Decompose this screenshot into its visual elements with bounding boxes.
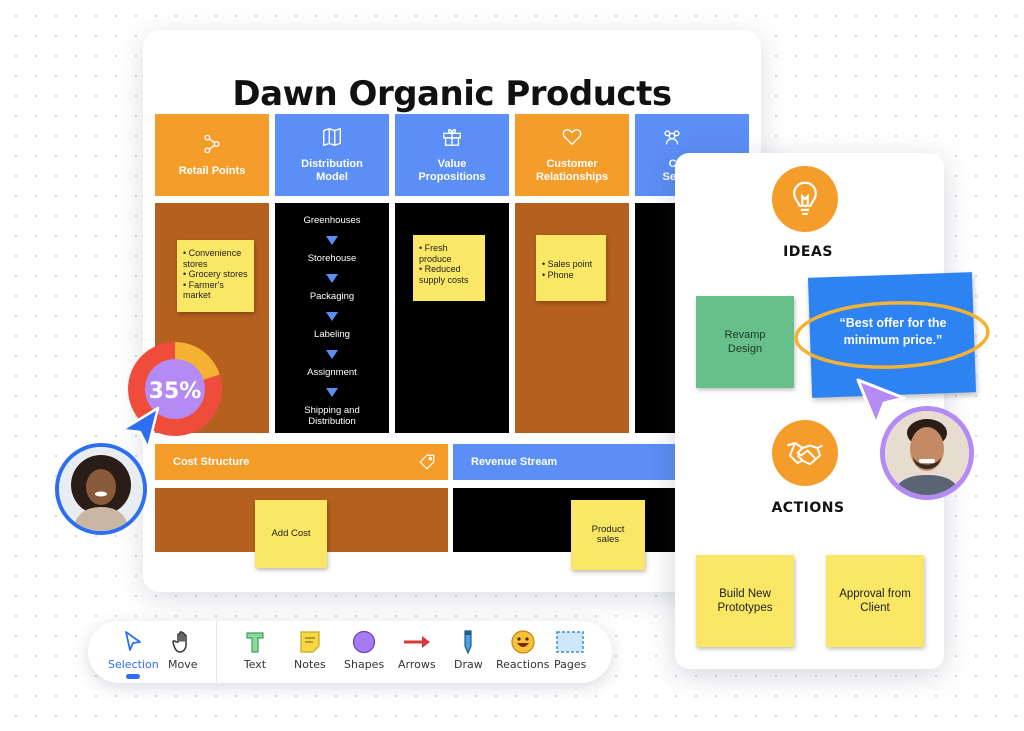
header-label: Distribution Model (301, 158, 363, 183)
tag-icon (419, 454, 435, 470)
hand-icon (172, 631, 187, 653)
down-arrow-icon (326, 274, 338, 283)
tool-label: Shapes (344, 658, 385, 671)
board-title: Dawn Organic Products (232, 74, 672, 114)
avatar[interactable] (55, 443, 147, 535)
header-distribution-model[interactable]: Distribution Model (275, 114, 389, 196)
actions-badge (772, 420, 838, 486)
note-text: Product sales (591, 523, 625, 545)
header-retail-points[interactable]: Retail Points (155, 114, 269, 196)
whiteboard-canvas[interactable]: Dawn Organic Products Retail Points Dist… (143, 30, 761, 592)
circle-shape-icon (352, 630, 376, 654)
down-arrow-icon (326, 388, 338, 397)
user-photo-icon (885, 411, 969, 495)
arrow-icon (403, 636, 430, 648)
note-item: Reduced supply costs (419, 264, 479, 285)
header-label: Retail Points (178, 164, 246, 177)
progress-label: 35% (149, 379, 202, 404)
sticky-note-approval[interactable]: Approval from Client (826, 555, 924, 647)
heart-icon (562, 128, 582, 146)
revenue-stream-label: Revenue Stream (471, 456, 558, 468)
note-text: Approval from Client (839, 588, 911, 614)
map-icon (323, 127, 341, 147)
emoji-icon (511, 630, 535, 654)
sticky-note-product-sales[interactable]: Product sales (571, 500, 645, 570)
tool-label: Draw (454, 658, 483, 671)
header-label: Value Propositions (418, 158, 486, 183)
note-item: Grocery stores (183, 269, 248, 280)
tool-label: Notes (294, 658, 326, 671)
cursor-icon (125, 631, 142, 651)
down-arrow-icon (326, 350, 338, 359)
tool-shapes[interactable]: Shapes (344, 629, 384, 671)
sticky-note-retail[interactable]: Convenience stores Grocery stores Farmer… (177, 240, 254, 312)
note-item: Convenience stores (183, 248, 248, 269)
flow-step: Storehouse (307, 253, 357, 264)
handshake-icon (787, 442, 823, 466)
note-item: Farmer's market (183, 280, 248, 301)
text-t-icon (246, 632, 264, 653)
selected-indicator (126, 674, 141, 679)
tool-move[interactable]: Move (168, 629, 198, 671)
sticky-note-icon (300, 631, 320, 653)
sticky-note-revamp[interactable]: Revamp Design (696, 296, 794, 388)
cost-structure-bar[interactable]: Cost Structure (155, 444, 448, 480)
tool-label: Text (243, 658, 267, 671)
sticky-note-add-cost[interactable]: Add Cost (255, 500, 327, 568)
header-value-propositions[interactable]: Value Propositions (395, 114, 509, 196)
distribution-flow: Greenhouses Storehouse Packaging Labelin… (275, 203, 389, 433)
share-nodes-icon (204, 134, 220, 153)
pages-icon (556, 631, 584, 653)
header-label: Customer Relationships (535, 158, 609, 183)
tool-label: Selection (108, 658, 159, 671)
tool-label: Reactions (496, 658, 550, 671)
highlight-ellipse-icon (794, 301, 990, 369)
tool-arrows[interactable]: Arrows (398, 629, 436, 671)
cursor-pointer-icon (856, 378, 906, 426)
toolbar-divider (216, 621, 217, 683)
tool-label: Pages (554, 658, 587, 671)
lightbulb-icon (793, 181, 817, 216)
tool-notes[interactable]: Notes (294, 629, 326, 671)
avatar[interactable] (880, 406, 974, 500)
note-item: Sales point (542, 259, 600, 270)
tool-label: Move (168, 658, 198, 671)
sticky-note-build[interactable]: Build New Prototypes (696, 555, 794, 647)
tool-selection[interactable]: Selection (108, 629, 159, 679)
header-customer-relationships[interactable]: Customer Relationships (515, 114, 629, 196)
down-arrow-icon (326, 312, 338, 321)
flow-step: Labeling (314, 329, 350, 340)
tool-text[interactable]: Text (243, 629, 267, 671)
flow-step: Assignment (307, 367, 357, 378)
actions-title: ACTIONS (771, 500, 845, 516)
note-text: Add Cost (271, 527, 311, 539)
sticky-note-value[interactable]: Fresh produce Reduced supply costs (413, 235, 485, 301)
gift-icon (443, 128, 461, 146)
tool-draw[interactable]: Draw (454, 629, 483, 671)
cost-structure-label: Cost Structure (173, 456, 250, 468)
quote-text: “Best offer for the minimum price.” (839, 316, 947, 347)
tool-reactions[interactable]: Reactions (496, 629, 550, 671)
progress-center (145, 359, 205, 419)
flow-step: Greenhouses (303, 215, 361, 226)
ideas-title: IDEAS (783, 244, 833, 260)
pen-icon (464, 630, 472, 655)
sticky-note-customer[interactable]: Sales point Phone (536, 235, 606, 301)
note-text: Revamp Design (724, 329, 766, 355)
note-text: Build New Prototypes (717, 588, 773, 614)
cursor-pointer-icon (120, 406, 160, 450)
ideas-badge (772, 166, 838, 232)
bottom-toolbar: Selection Move Text Notes Shapes Arrows (88, 621, 612, 683)
tool-label: Arrows (398, 658, 436, 671)
note-item: Fresh produce (419, 243, 479, 264)
tool-pages[interactable]: Pages (554, 629, 586, 671)
flow-step: Shipping and Distribution (304, 405, 360, 427)
user-photo-icon (59, 447, 143, 531)
flow-step: Packaging (309, 291, 355, 302)
people-icon (664, 130, 680, 145)
down-arrow-icon (326, 236, 338, 245)
note-item: Phone (542, 270, 600, 281)
